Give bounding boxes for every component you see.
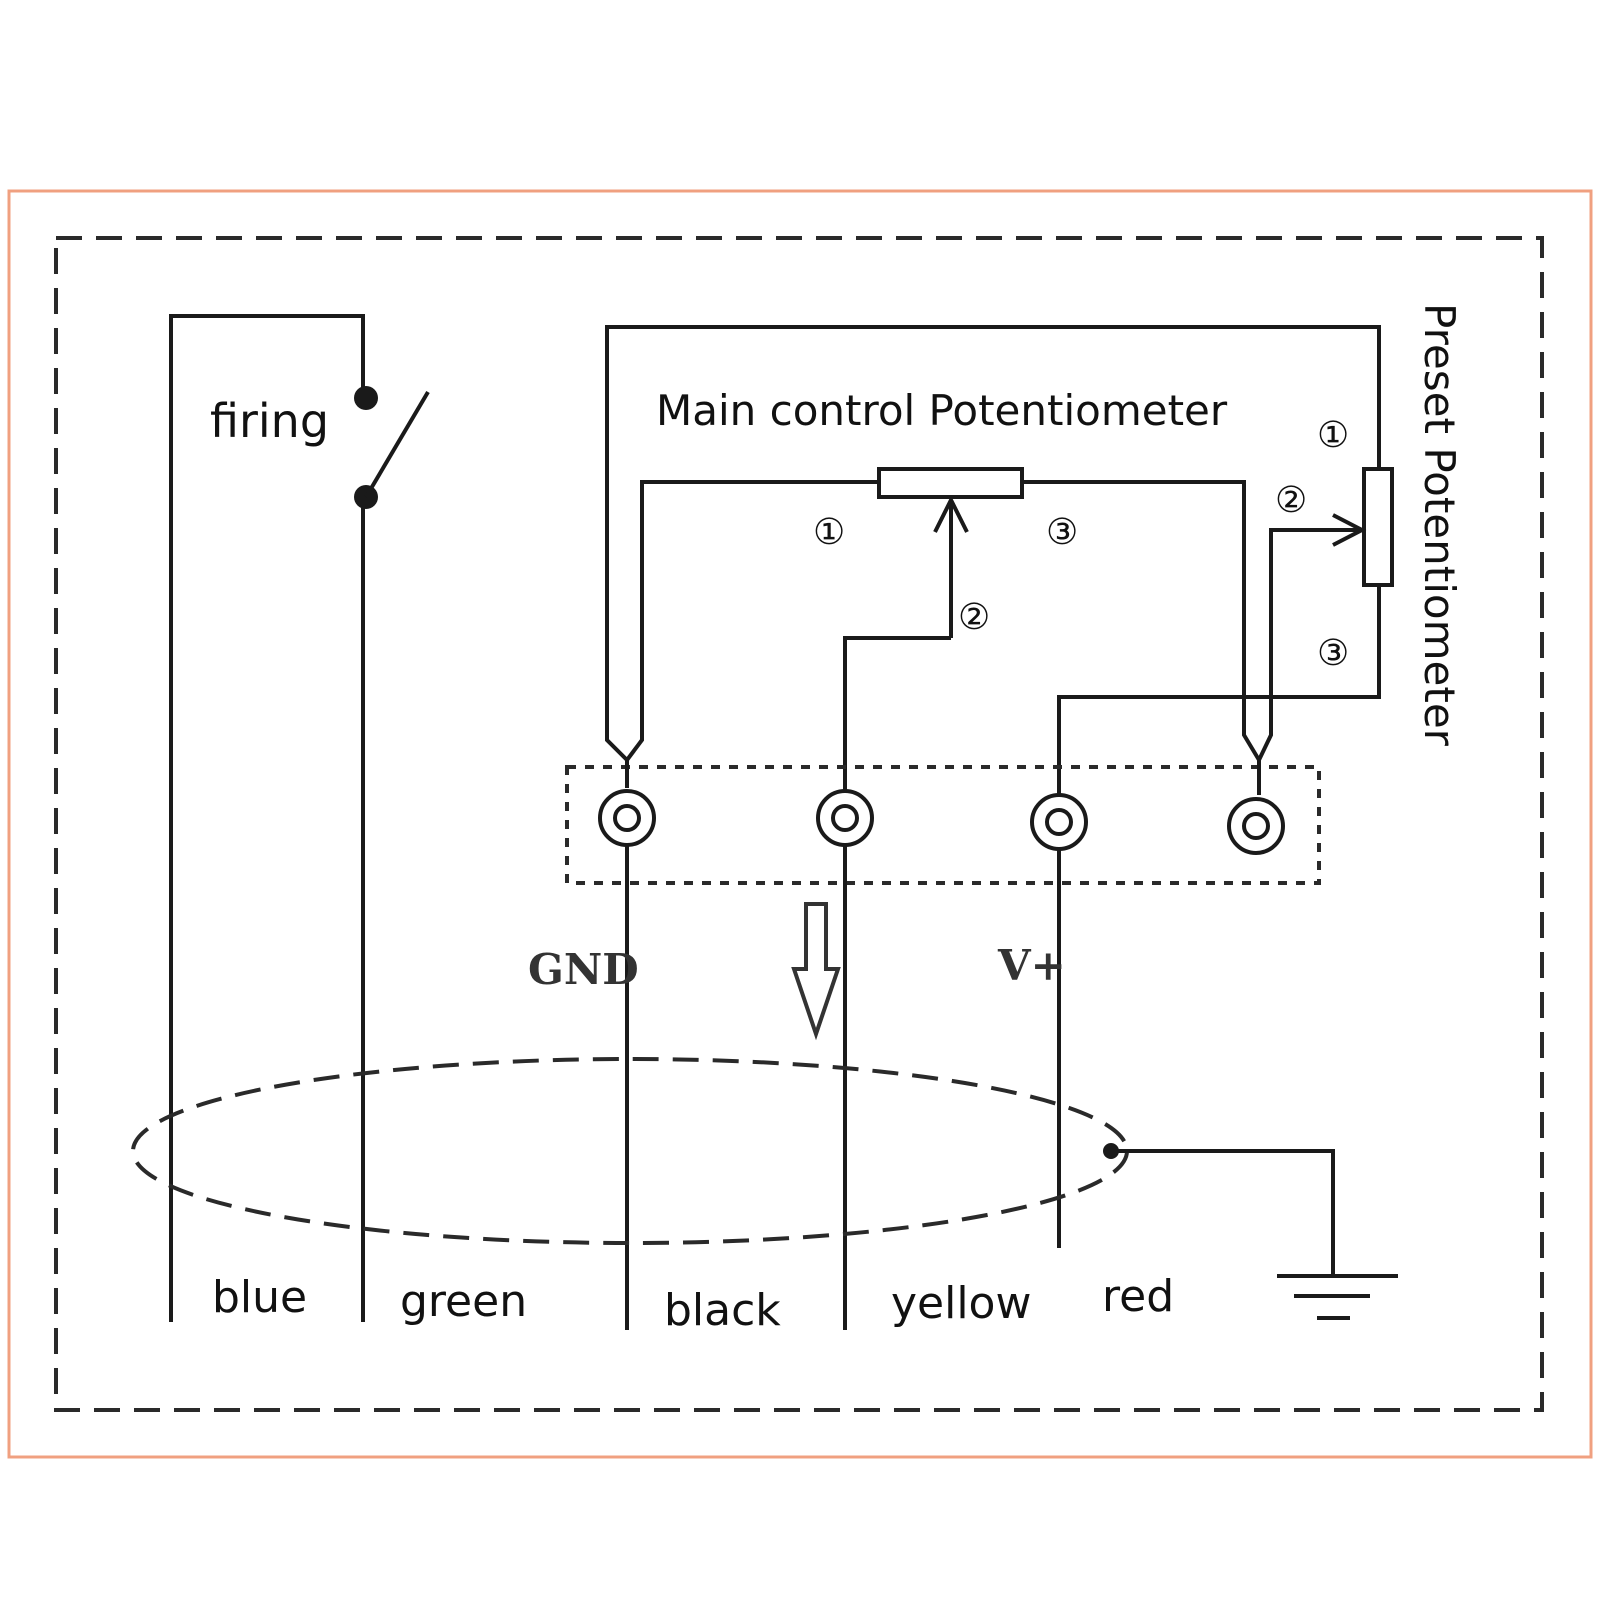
gnd-label: GND [528,945,639,994]
main-pin-2: ② [958,597,990,638]
earth-ground [1103,1143,1398,1320]
preset-pot-label: Preset Potentiometer [1415,303,1464,747]
firing-label: firing [210,394,329,448]
firing-switch [169,314,430,1322]
preset-pin-2: ② [1275,480,1307,521]
terminal-block [565,760,1321,885]
wire-label-red: red [1102,1271,1174,1322]
main-pot-label: Main control Potentiometer [656,386,1228,435]
wire-label-green: green [400,1276,527,1327]
main-pin-3: ③ [1046,512,1078,553]
preset-pin-1: ① [1317,415,1349,456]
main-pin-1: ① [813,512,845,553]
preset-pin-3: ③ [1317,633,1349,674]
wire-label-blue: blue [212,1272,307,1323]
main-control-potentiometer [625,467,1261,820]
output-wires [625,845,1061,1330]
preset-potentiometer [605,325,1394,820]
enclosure-boundary [54,236,1544,1412]
wire-label-black: black [664,1285,781,1336]
vplus-label: V+ [997,941,1066,990]
wire-label-yellow: yellow [891,1278,1031,1329]
cable-shield [131,1057,1129,1245]
outer-frame [7,189,1593,1459]
output-arrow-icon [791,902,841,1041]
